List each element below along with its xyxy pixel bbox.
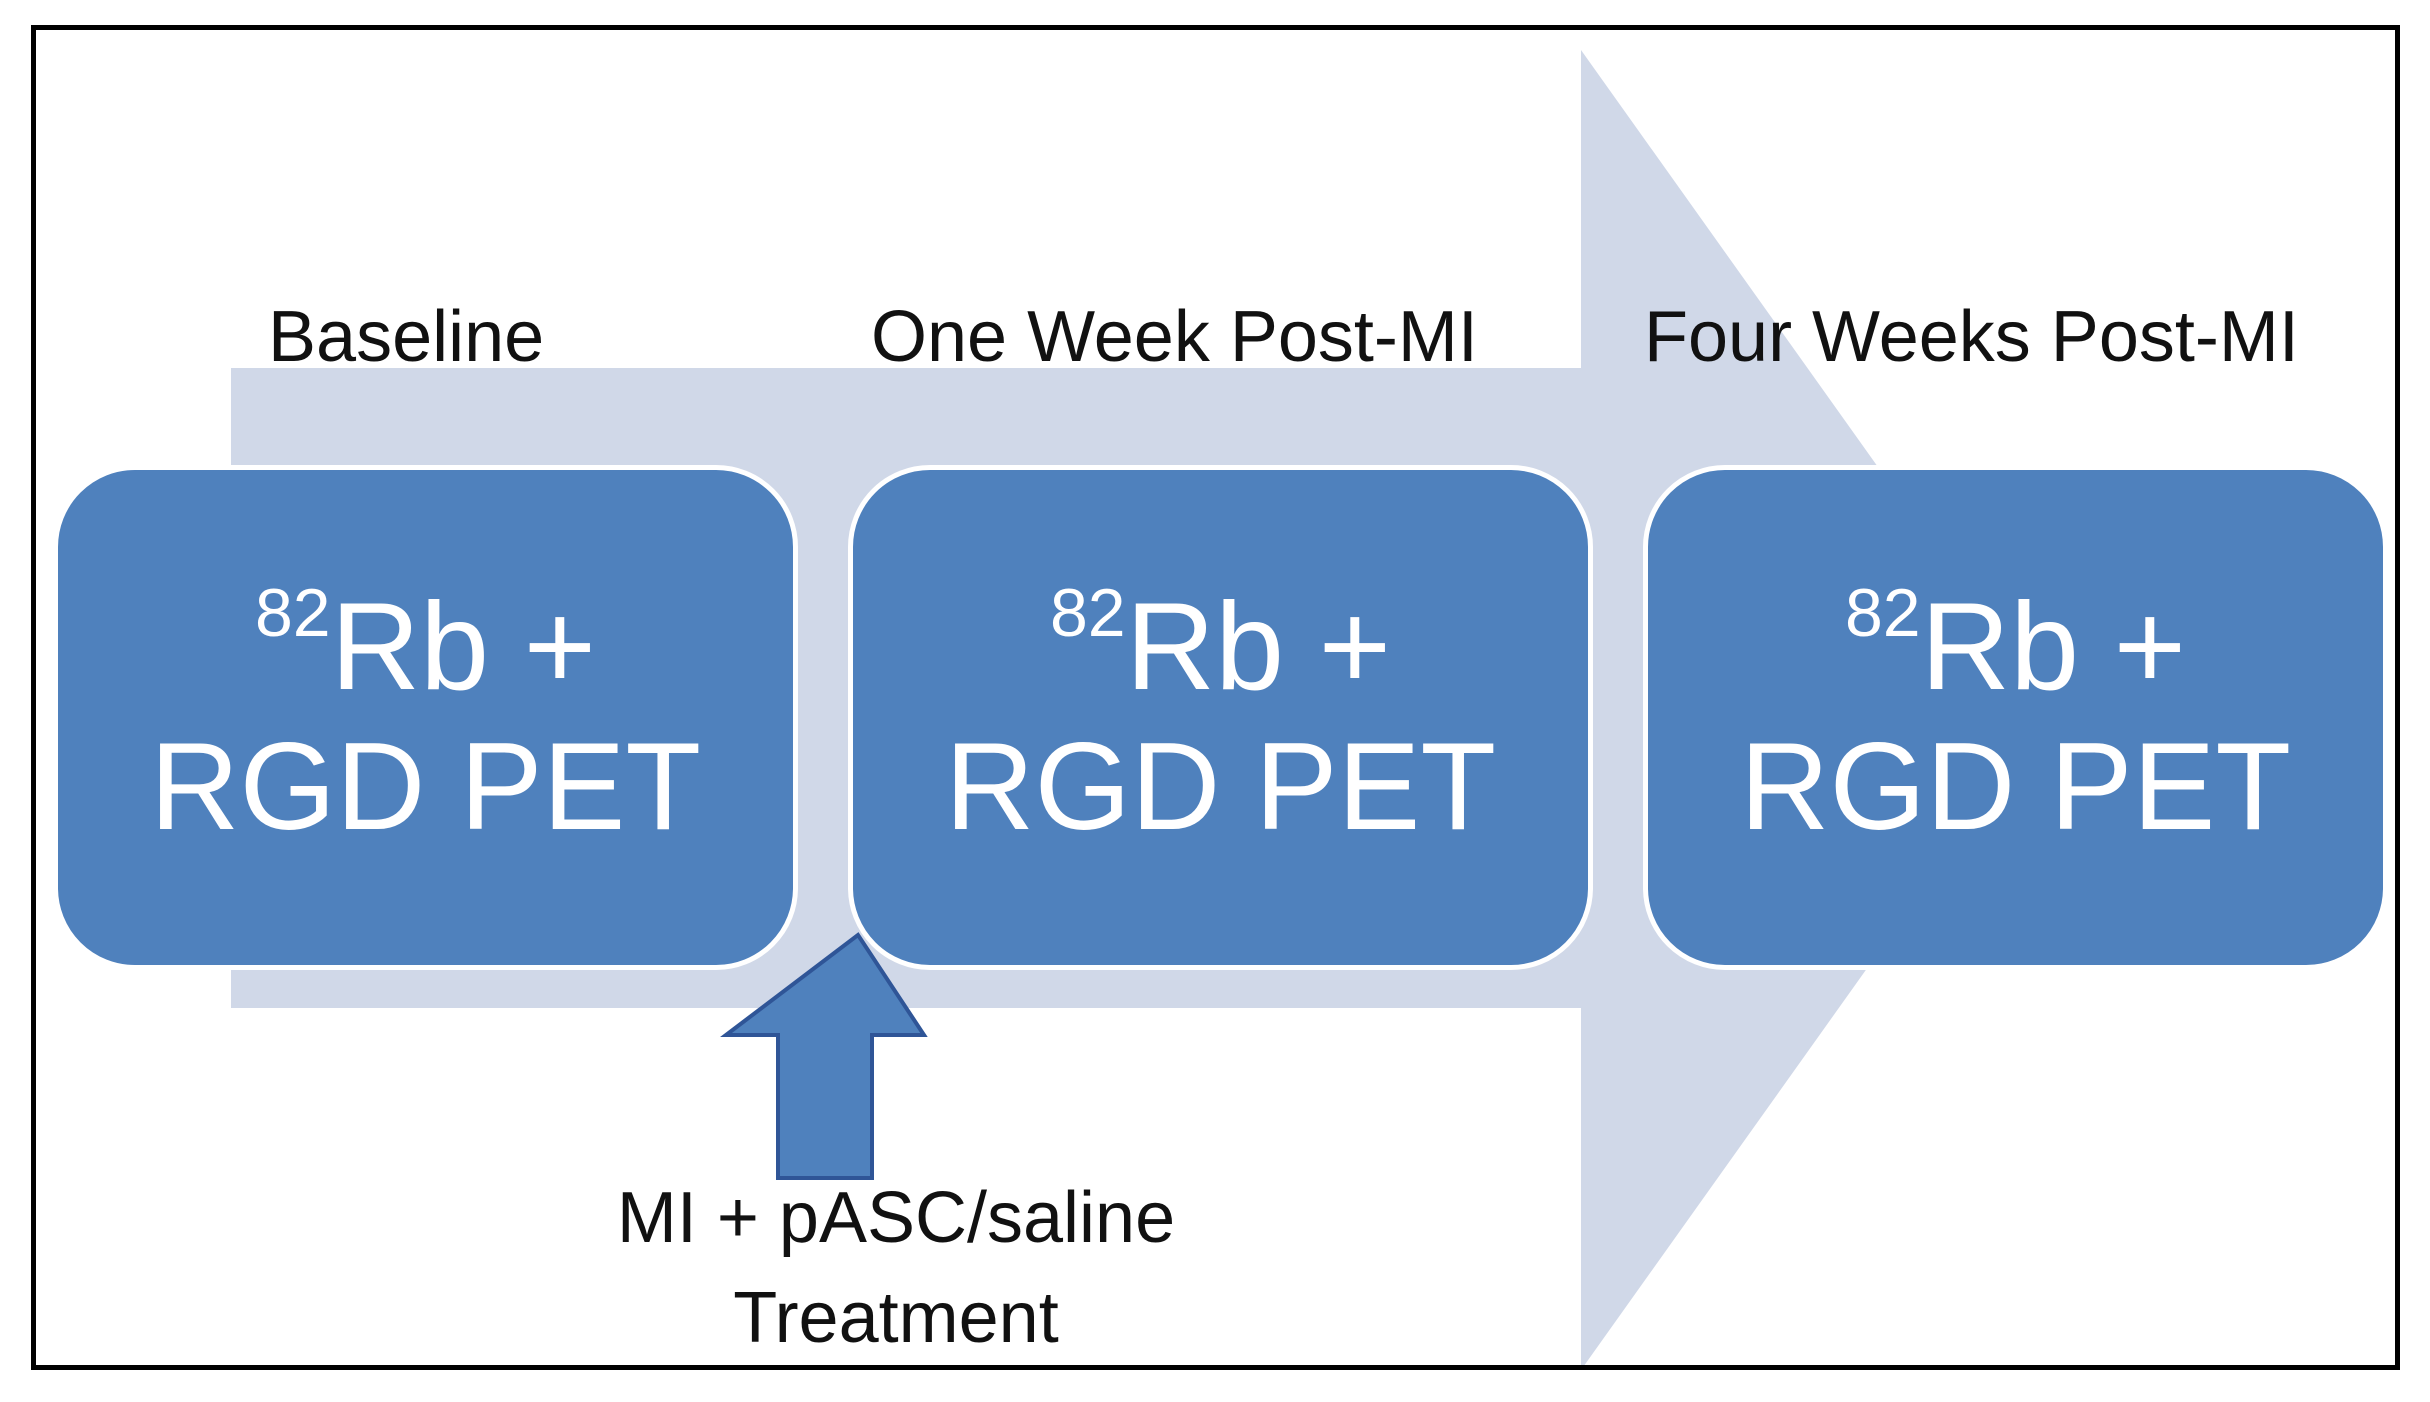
figure-frame: Baseline One Week Post-MI Four Weeks Pos… [31, 25, 2400, 1370]
isotope-text: Rb + [330, 578, 597, 716]
box-line2: RGD PET [149, 718, 702, 856]
treatment-label-line1: MI + pASC/saline [616, 1178, 1176, 1258]
box-line2: RGD PET [944, 718, 1497, 856]
box-line1: 82Rb + [853, 579, 1588, 712]
isotope-mass: 82 [254, 574, 331, 651]
box-line1: 82Rb + [58, 579, 793, 712]
stage-label-baseline: Baseline [268, 297, 545, 377]
isotope-mass: 82 [1049, 574, 1126, 651]
box-line2: RGD PET [1739, 718, 2292, 856]
stage-box-four-weeks: 82Rb + RGD PET [1643, 465, 2388, 970]
stage-label-one-week: One Week Post-MI [871, 297, 1478, 377]
stage-box-baseline: 82Rb + RGD PET [53, 465, 798, 970]
treatment-arrow [720, 932, 928, 1180]
treatment-label-line2: Treatment [733, 1278, 1059, 1358]
stage-label-four-weeks: Four Weeks Post-MI [1644, 297, 2299, 377]
isotope-mass: 82 [1844, 574, 1921, 651]
isotope-text: Rb + [1920, 578, 2187, 716]
treatment-arrow-shape [720, 932, 928, 1180]
stage-box-one-week: 82Rb + RGD PET [848, 465, 1593, 970]
isotope-text: Rb + [1125, 578, 1392, 716]
box-line1: 82Rb + [1648, 579, 2383, 712]
